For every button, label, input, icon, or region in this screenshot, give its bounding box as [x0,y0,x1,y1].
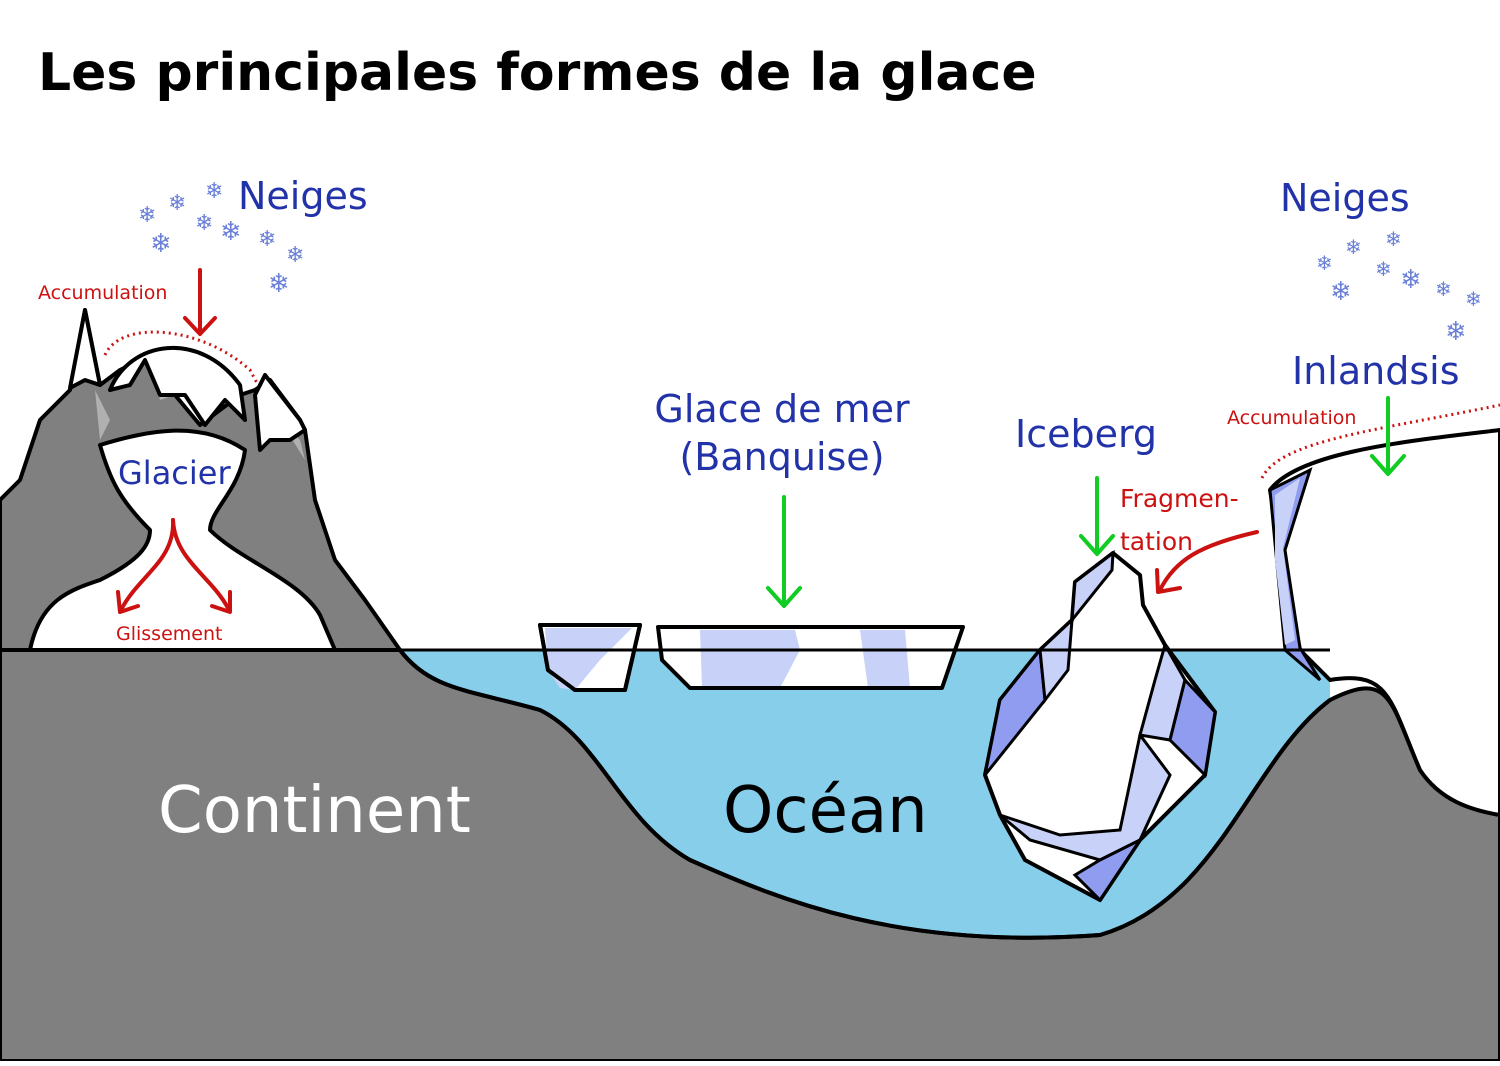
svg-text:❄: ❄ [1435,277,1452,301]
label-glace-de-mer-line1: Glace de mer [654,387,910,431]
snow-peak-left [68,308,102,390]
svg-text:❄: ❄ [1385,227,1402,251]
svg-text:❄: ❄ [1445,317,1467,347]
sea-ice-large-shade1 [700,630,800,688]
label-neiges-right: Neiges [1280,176,1410,220]
label-neiges-left: Neiges [238,174,368,218]
fragmentation-arrow [1155,530,1259,594]
label-fragmentation-line1: Fragmen- [1120,484,1239,513]
iceberg-facet1 [1070,549,1115,625]
snowflakes-left: ❄❄❄ ❄❄❄ ❄❄❄ [138,179,304,299]
svg-text:❄: ❄ [1330,277,1352,307]
label-glacier: Glacier [118,454,231,492]
green-arrows [766,396,1406,608]
svg-text:❄: ❄ [1465,287,1482,311]
iceberg-facet4 [1138,641,1187,742]
label-iceberg: Iceberg [1015,412,1157,456]
label-accumulation-left: Accumulation [38,282,167,304]
diagram-title: Les principales formes de la glace [38,43,1037,103]
svg-text:❄: ❄ [1375,257,1392,281]
svg-text:❄: ❄ [220,217,242,247]
iceberg-facet6 [999,731,1172,862]
sea-ice-large-shade2 [860,630,910,688]
svg-text:❄: ❄ [268,269,290,299]
svg-text:❄: ❄ [150,229,172,259]
iceberg-facet3 [1038,616,1074,704]
snow-peak-right [253,373,307,452]
label-glace-de-mer-line2: (Banquise) [679,435,884,479]
label-continent: Continent [158,774,471,848]
glissement-arrows [116,518,232,614]
glacier-body [28,428,337,652]
accumulation-line-left [103,330,260,386]
iceberg-facet5 [1168,676,1217,779]
accumulation-arrow-left [183,268,217,336]
label-accumulation-right: Accumulation [1227,407,1356,429]
label-fragmentation-line2: tation [1120,527,1193,556]
svg-text:❄: ❄ [138,203,156,228]
svg-text:❄: ❄ [1345,235,1362,259]
svg-text:❄: ❄ [258,227,276,252]
label-glissement: Glissement [116,623,222,645]
inlandsis-body [1268,428,1500,817]
svg-text:❄: ❄ [168,191,186,216]
svg-text:❄: ❄ [1400,265,1422,295]
inlandsis-face-light [1275,478,1300,645]
svg-text:❄: ❄ [195,211,213,236]
svg-text:❄: ❄ [286,243,304,268]
label-inlandsis: Inlandsis [1292,349,1460,393]
iceberg-facet7 [1072,836,1145,903]
svg-text:❄: ❄ [205,179,223,204]
label-ocean: Océan [723,774,928,848]
snowflakes-right: ❄❄❄ ❄❄❄ ❄❄❄ [1316,227,1482,347]
svg-text:❄: ❄ [1316,251,1333,275]
sea-ice-small-shade [545,628,632,690]
snow-cap-middle [108,346,247,427]
